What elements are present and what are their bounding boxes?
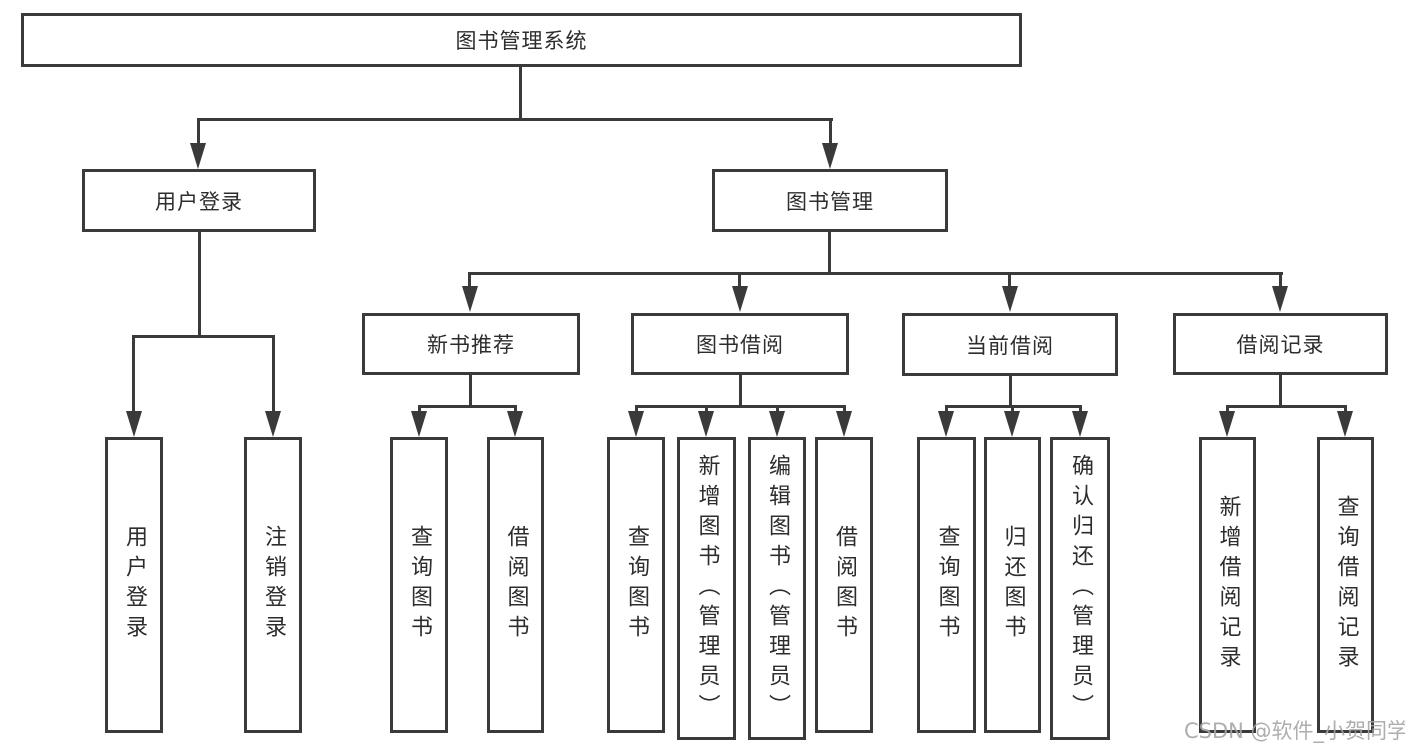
node-leaf-confirm-return-admin: 确认归还（管理员） <box>1050 437 1110 740</box>
node-current-borrow: 当前借阅 <box>902 313 1118 376</box>
node-label: 查询图书 <box>934 525 960 645</box>
connector-line <box>1279 272 1282 287</box>
node-root: 图书管理系统 <box>21 13 1022 67</box>
connector-line <box>1226 405 1346 408</box>
arrow-down-icon <box>265 411 281 437</box>
node-label: 新书推荐 <box>427 333 515 357</box>
connector-line <box>739 374 742 407</box>
node-leaf-query-books-2: 查询图书 <box>607 437 665 733</box>
node-leaf-borrow-books-2: 借阅图书 <box>815 437 873 733</box>
arrow-down-icon <box>1272 286 1288 312</box>
connector-line <box>519 67 522 119</box>
arrow-down-icon <box>411 411 427 437</box>
arrow-down-icon <box>836 411 852 437</box>
connector-line <box>418 405 421 413</box>
arrow-down-icon <box>1002 286 1018 312</box>
node-label: 借阅记录 <box>1236 333 1325 357</box>
connector-line <box>132 335 135 412</box>
node-new-book-recommend: 新书推荐 <box>362 313 580 375</box>
node-leaf-borrow-books-1: 借阅图书 <box>487 437 544 733</box>
connector-line <box>468 272 471 287</box>
node-label: 查询借阅记录 <box>1333 495 1359 675</box>
arrow-down-icon <box>1072 411 1088 437</box>
connector-line <box>705 405 708 413</box>
node-label: 图书管理 <box>786 189 874 214</box>
node-user-login: 用户登录 <box>82 169 316 232</box>
node-leaf-query-books-3: 查询图书 <box>917 437 976 733</box>
node-label: 新增借阅记录 <box>1215 495 1241 675</box>
connector-line <box>272 335 275 412</box>
node-leaf-edit-book-admin: 编辑图书（管理员） <box>748 437 806 740</box>
connector-line <box>1009 374 1012 407</box>
connector-line <box>776 405 779 413</box>
connector-line <box>1226 405 1229 413</box>
node-label: 注销登录 <box>261 525 286 645</box>
node-leaf-query-books-1: 查询图书 <box>390 437 448 733</box>
connector-line <box>514 405 517 413</box>
connector-line <box>738 272 741 287</box>
connector-line <box>945 405 948 413</box>
arrow-down-icon <box>938 411 954 437</box>
connector-line <box>1344 405 1347 413</box>
connector-line <box>1079 405 1082 413</box>
node-label: 当前借阅 <box>966 333 1054 358</box>
arrow-down-icon <box>126 411 142 437</box>
node-label: 查询图书 <box>624 525 649 645</box>
connector-line <box>197 118 833 121</box>
node-leaf-add-book-admin: 新增图书（管理员） <box>677 437 736 740</box>
node-book-borrow: 图书借阅 <box>631 313 849 375</box>
connector-line <box>829 118 832 146</box>
node-label: 编辑图书（管理员） <box>765 453 790 724</box>
node-label: 新增图书（管理员） <box>694 453 720 724</box>
node-leaf-return-books: 归还图书 <box>984 437 1041 733</box>
arrow-down-icon <box>698 411 714 437</box>
connector-line <box>132 335 275 338</box>
arrow-down-icon <box>462 286 478 312</box>
node-leaf-user-login: 用户登录 <box>105 437 163 733</box>
node-label: 确认归还（管理员） <box>1068 453 1093 724</box>
arrow-down-icon <box>769 411 785 437</box>
node-label: 查询图书 <box>407 525 432 645</box>
connector-line <box>469 374 472 407</box>
arrow-down-icon <box>1219 411 1235 437</box>
node-label: 借阅图书 <box>832 525 857 645</box>
arrow-down-icon <box>628 411 644 437</box>
node-label: 归还图书 <box>1000 525 1026 645</box>
node-leaf-logout: 注销登录 <box>244 437 302 733</box>
connector-line <box>1008 272 1011 287</box>
node-label: 用户登录 <box>155 189 243 214</box>
connector-line <box>197 118 200 146</box>
arrow-down-icon <box>1337 411 1353 437</box>
connector-line <box>198 232 201 336</box>
connector-line <box>843 405 846 413</box>
arrow-down-icon <box>732 286 748 312</box>
node-label: 借阅图书 <box>503 525 529 645</box>
node-leaf-add-borrow-record: 新增借阅记录 <box>1199 437 1256 733</box>
arrow-down-icon <box>190 143 206 169</box>
connector-line <box>1279 374 1282 407</box>
arrow-down-icon <box>1004 411 1020 437</box>
connector-line <box>635 405 845 408</box>
connector-line <box>635 405 638 413</box>
watermark-text: CSDN @软件_小贺同学 <box>1184 719 1405 743</box>
arrow-down-icon <box>822 143 838 169</box>
connector-line <box>468 272 1283 275</box>
node-label: 图书管理系统 <box>455 29 588 53</box>
node-borrow-records: 借阅记录 <box>1173 313 1388 375</box>
node-book-management: 图书管理 <box>712 169 948 232</box>
connector-line <box>828 232 831 274</box>
node-label: 图书借阅 <box>696 333 784 357</box>
node-leaf-query-borrow-record: 查询借阅记录 <box>1317 437 1374 733</box>
connector-line <box>418 405 517 408</box>
connector-line <box>1011 405 1014 413</box>
arrow-down-icon <box>507 411 523 437</box>
node-label: 用户登录 <box>122 525 147 645</box>
